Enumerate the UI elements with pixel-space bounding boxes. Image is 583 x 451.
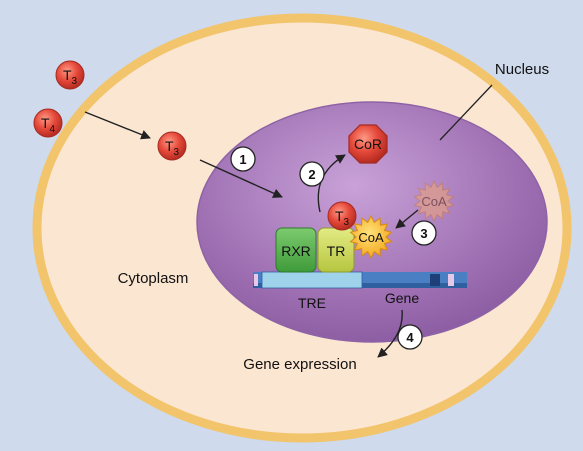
t3-hormone-outside: T3 — [55, 60, 85, 90]
t3-outside-sub: 3 — [72, 76, 78, 87]
coactivator-bound-label: CoA — [358, 230, 384, 245]
t3-cytoplasm-sub: 3 — [174, 147, 180, 158]
corepressor-octagon: CoR — [348, 124, 388, 164]
t3-bound-base: T — [335, 208, 344, 224]
svg-text:T3: T3 — [63, 67, 78, 87]
svg-text:T3: T3 — [335, 208, 350, 228]
svg-text:4: 4 — [406, 330, 414, 345]
tr-label: TR — [327, 243, 346, 259]
rxr-receptor: RXR — [275, 227, 317, 273]
gene-expression-arrow — [377, 309, 403, 358]
nucleus-leader-line — [439, 84, 493, 141]
nucleus-label: Nucleus — [495, 61, 549, 78]
gene-expression-label: Gene expression — [243, 356, 356, 373]
coactivator-free: CoA — [413, 179, 455, 223]
t4-outside-sub: 4 — [50, 124, 56, 135]
t3-hormone-cytoplasm: T3 — [157, 131, 187, 161]
step-2-marker: 2 — [299, 161, 325, 187]
step-1-marker: 1 — [230, 146, 256, 172]
t4-hormone-outside: T4 — [33, 108, 63, 138]
t3-cytoplasm-base: T — [165, 138, 174, 154]
corepressor-label: CoR — [354, 136, 382, 152]
rxr-label: RXR — [281, 243, 311, 259]
svg-text:2: 2 — [308, 167, 315, 182]
coactivator-free-label: CoA — [421, 194, 447, 209]
svg-text:T4: T4 — [41, 115, 56, 135]
t3-bound-sub: 3 — [344, 217, 350, 228]
t4-outside-base: T — [41, 115, 50, 131]
tre-segment — [261, 271, 363, 289]
svg-text:1: 1 — [239, 152, 246, 167]
step-3-marker: 3 — [411, 220, 437, 246]
t3-hormone-bound: T3 — [327, 201, 357, 231]
gene-label: Gene — [385, 290, 419, 306]
dna-strand — [253, 271, 467, 289]
cytoplasm-label: Cytoplasm — [118, 270, 189, 287]
coactivator-bound: CoA — [349, 214, 393, 260]
nuclear-entry-arrow — [199, 159, 283, 198]
svg-text:3: 3 — [420, 226, 427, 241]
entry-arrow — [84, 111, 151, 140]
coactivator-recruit-arrow — [395, 209, 419, 229]
tr-receptor: TR — [317, 227, 355, 273]
svg-text:T3: T3 — [165, 138, 180, 158]
tre-label: TRE — [298, 295, 326, 311]
t3-outside-base: T — [63, 67, 72, 83]
step-4-marker: 4 — [397, 324, 423, 350]
